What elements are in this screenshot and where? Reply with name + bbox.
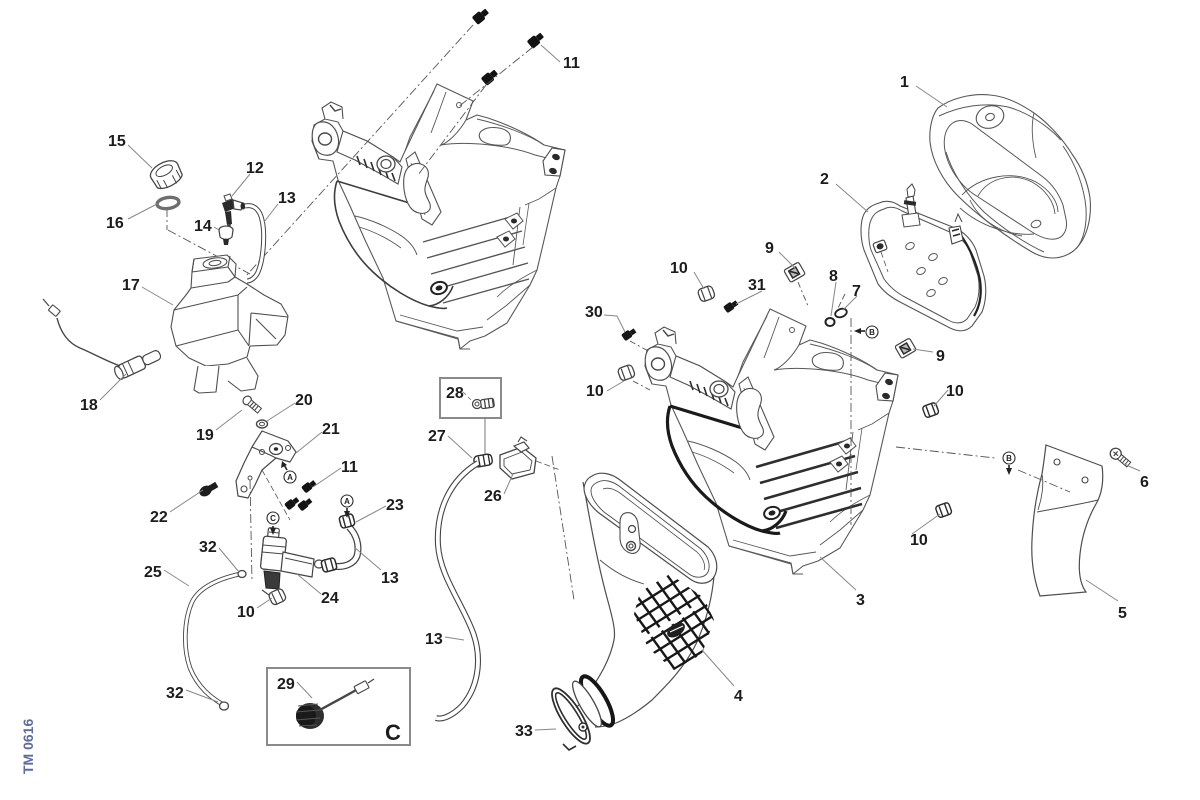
svg-text:30: 30 [585, 304, 603, 321]
svg-text:15: 15 [108, 133, 126, 150]
svg-text:20: 20 [295, 392, 313, 409]
svg-text:32: 32 [166, 685, 184, 702]
svg-text:13: 13 [381, 570, 399, 587]
svg-text:10: 10 [237, 604, 255, 621]
svg-text:A: A [344, 497, 350, 506]
svg-text:TM 0616: TM 0616 [20, 719, 36, 774]
svg-text:12: 12 [246, 160, 264, 177]
svg-text:32: 32 [199, 539, 217, 556]
svg-text:26: 26 [484, 488, 502, 505]
svg-text:25: 25 [144, 564, 162, 581]
svg-text:B: B [1006, 454, 1012, 463]
svg-text:13: 13 [278, 190, 296, 207]
svg-text:C: C [270, 514, 276, 523]
svg-text:3: 3 [856, 592, 865, 609]
svg-text:31: 31 [748, 277, 766, 294]
svg-text:A: A [287, 473, 293, 482]
svg-text:33: 33 [515, 723, 533, 740]
svg-text:14: 14 [194, 218, 212, 235]
svg-text:9: 9 [936, 348, 945, 365]
svg-text:4: 4 [734, 688, 743, 705]
svg-text:9: 9 [765, 240, 774, 257]
svg-text:13: 13 [425, 631, 443, 648]
svg-text:2: 2 [820, 171, 829, 188]
svg-text:10: 10 [670, 260, 688, 277]
svg-text:6: 6 [1140, 474, 1149, 491]
svg-text:29: 29 [277, 676, 295, 693]
svg-text:C: C [385, 720, 401, 745]
svg-text:23: 23 [386, 497, 404, 514]
svg-text:17: 17 [122, 277, 140, 294]
svg-text:22: 22 [150, 509, 168, 526]
svg-text:10: 10 [910, 532, 928, 549]
svg-text:28: 28 [446, 385, 464, 402]
svg-text:27: 27 [428, 428, 446, 445]
svg-text:10: 10 [946, 383, 964, 400]
svg-text:16: 16 [106, 215, 124, 232]
svg-text:5: 5 [1118, 605, 1127, 622]
svg-text:24: 24 [321, 590, 339, 607]
svg-text:1: 1 [900, 74, 909, 91]
svg-text:7: 7 [852, 283, 861, 300]
svg-text:11: 11 [341, 459, 358, 476]
svg-text:8: 8 [829, 268, 838, 285]
svg-text:18: 18 [80, 397, 98, 414]
svg-text:11: 11 [563, 55, 580, 72]
svg-text:21: 21 [322, 421, 340, 438]
svg-text:B: B [869, 328, 875, 337]
svg-text:19: 19 [196, 427, 214, 444]
svg-text:10: 10 [586, 383, 604, 400]
